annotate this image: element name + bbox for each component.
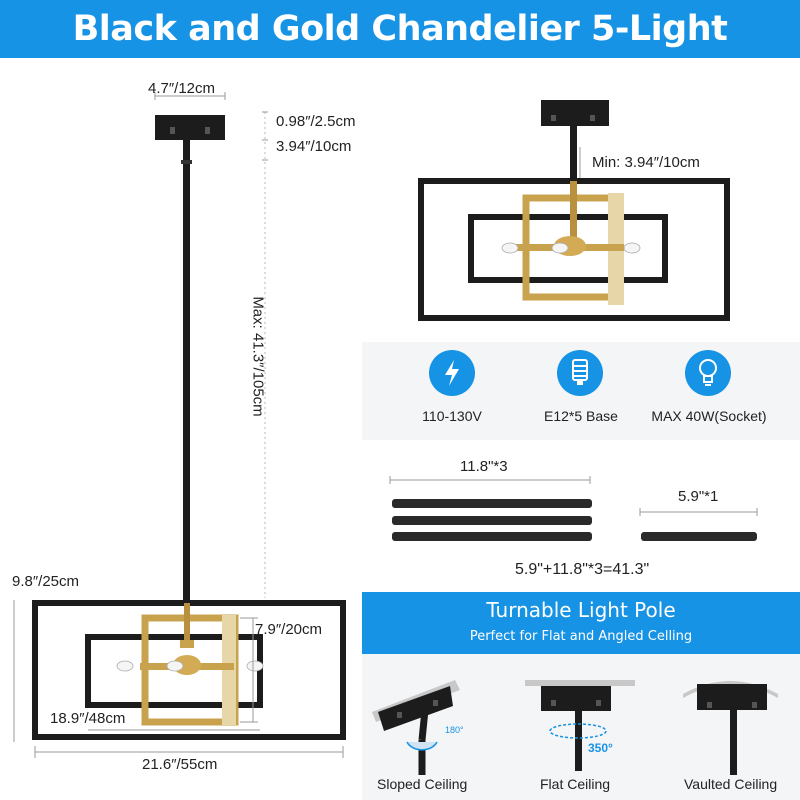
inner-height-label: 7.9″/20cm [255,621,323,638]
turnable-banner [362,592,800,654]
banner-subtitle: Perfect for Flat and Angled Celling [469,629,693,644]
flat-ceiling-label: Flat Ceiling [540,776,611,792]
flat-angle-label: 350° [588,741,613,755]
sloped-angle-label: 180° [445,725,464,735]
short-rod-label: 5.9"*1 [678,488,719,505]
spec-wattage: MAX 40W(Socket) [651,408,767,424]
page-title: Black and Gold Chandelier 5-Light [0,0,800,58]
rods-formula: 5.9"+11.8"*3=41.3" [515,561,650,578]
spec-base: E12*5 Base [544,408,618,424]
vaulted-ceiling-label: Vaulted Ceiling [684,776,778,792]
canopy-height-label: 0.98″/2.5cm [276,113,356,130]
spec-voltage: 110-130V [422,408,482,424]
banner-title: Turnable Light Pole [486,598,676,622]
total-height-label: 9.8″/25cm [12,573,80,590]
min-length-label: Min: 3.94″/10cm [592,154,700,171]
long-rods-label: 11.8"*3 [460,458,508,475]
outer-width-label: 21.6″/55cm [142,756,218,773]
bulb-base-icon [557,350,603,396]
canopy-width-label: 4.7″/12cm [148,80,216,97]
lightbulb-icon [685,350,731,396]
rod-top-label: 3.94″/10cm [276,138,352,155]
inner-width-label: 18.9″/48cm [50,710,126,727]
sloped-ceiling-label: Sloped Ceiling [377,776,468,792]
lightning-icon [429,350,475,396]
